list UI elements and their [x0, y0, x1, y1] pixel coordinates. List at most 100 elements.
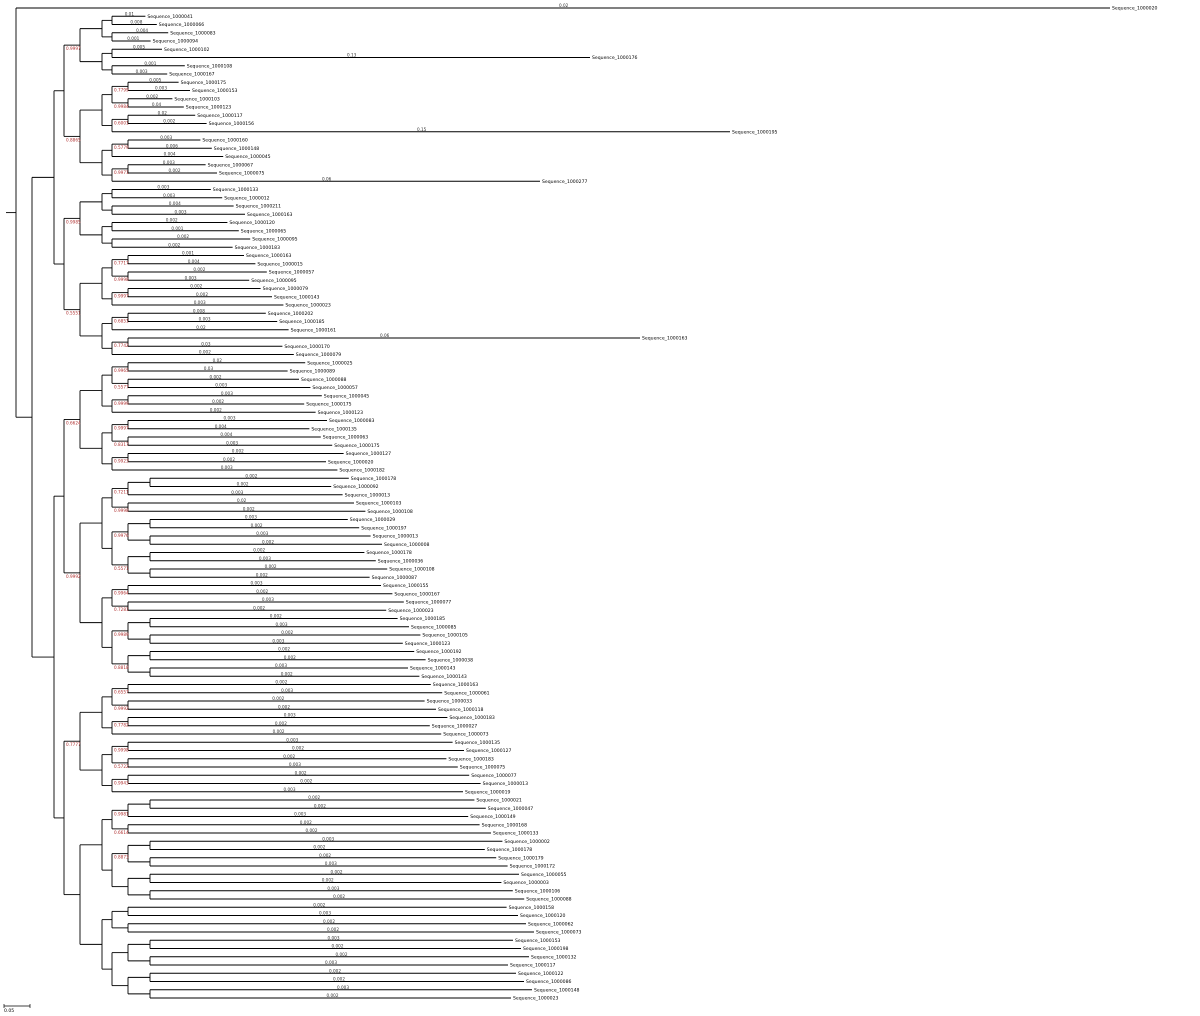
tip-label: Sequence_1000019: [465, 789, 510, 795]
tip-label: Sequence_1000023: [513, 996, 558, 1002]
support-value: 0.7782: [114, 723, 129, 728]
branch-length: 0.003: [322, 836, 334, 841]
support-value: 0.9997: [66, 46, 81, 51]
tip-label: Sequence_1000148: [214, 146, 259, 152]
tip-label: Sequence_1000073: [443, 732, 488, 738]
branch-length: 0.003: [284, 787, 296, 792]
branch-length: 0.003: [328, 935, 340, 940]
tip-label: Sequence_1000045: [225, 154, 270, 160]
branch-length: 0.003: [325, 960, 337, 965]
tip-label: Sequence_1000033: [427, 699, 472, 705]
branch-length: 0.002: [251, 523, 263, 528]
branch-length: 0.003: [319, 911, 331, 916]
tip-label: Sequence_1000185: [279, 319, 324, 325]
branch-length: 0.002: [169, 168, 181, 173]
branch-length: 0.02: [559, 3, 569, 8]
support-value: 0.8873: [114, 855, 129, 860]
branch-length: 0.004: [136, 28, 148, 33]
tip-label: Sequence_1000195: [732, 129, 777, 135]
branch-length: 0.003: [325, 861, 337, 866]
tip-label: Sequence_1000160: [202, 138, 247, 144]
branch-length: 0.002: [270, 614, 282, 619]
tip-label: Sequence_1000156: [209, 121, 254, 127]
tip-label: Sequence_1000075: [219, 171, 264, 177]
tip-label: Sequence_1000095: [251, 278, 296, 284]
support-value: 0.7717: [114, 261, 129, 266]
support-value: 0.9989: [114, 632, 129, 637]
tip-label: Sequence_1000118: [438, 707, 483, 713]
support-value: 0.9992: [114, 706, 129, 711]
branch-length: 0.01: [125, 11, 135, 16]
branch-length: 0.002: [256, 572, 268, 577]
branch-length: 0.002: [146, 94, 158, 99]
branch-length: 0.003: [284, 713, 296, 718]
tip-label: Sequence_1000061: [444, 690, 489, 696]
tip-label: Sequence_1000155: [383, 583, 428, 589]
tip-label: Sequence_1000067: [208, 162, 253, 168]
branch-length: 0.003: [337, 985, 349, 990]
support-value: 0.6557: [114, 690, 129, 695]
branch-length: 0.002: [237, 482, 249, 487]
branch-length: 0.003: [157, 185, 169, 190]
branch-length: 0.003: [256, 531, 268, 536]
branch-length: 0.002: [300, 820, 312, 825]
branch-length: 0.002: [283, 754, 295, 759]
tip-label: Sequence_1000103: [356, 501, 401, 507]
support-value: 0.5722: [114, 764, 129, 769]
branch-length: 0.002: [199, 350, 211, 355]
tip-label: Sequence_1000102: [164, 47, 209, 53]
branch-length: 0.002: [272, 696, 284, 701]
branch-length: 0.003: [262, 597, 274, 602]
tip-label: Sequence_1000095: [252, 237, 297, 243]
tip-label: Sequence_1000211: [236, 204, 281, 210]
tree-branches: [6, 7, 1110, 999]
branch-length: 0.003: [276, 622, 288, 627]
support-value: 0.9998: [114, 277, 129, 282]
branch-length: 0.002: [177, 234, 189, 239]
tip-label: Sequence_1000185: [400, 616, 445, 622]
support-value: 0.6001: [114, 120, 129, 125]
tree-labels: Sequence_10000200.02Sequence_10000410.01…: [66, 3, 1157, 1002]
branch-length: 0.003: [245, 515, 257, 520]
tip-label: Sequence_1000013: [345, 492, 390, 498]
tip-label: Sequence_1000066: [159, 22, 204, 28]
tip-label: Sequence_1000120: [520, 913, 565, 919]
tip-label: Sequence_1000055: [521, 872, 566, 878]
tip-label: Sequence_1000277: [542, 179, 587, 185]
support-value: 0.9965: [114, 368, 129, 373]
tip-label: Sequence_1000127: [466, 748, 511, 754]
tip-label: Sequence_1000057: [312, 385, 357, 391]
branch-length: 0.13: [347, 53, 357, 58]
branch-length: 0.002: [308, 795, 320, 800]
tip-label: Sequence_1000089: [290, 369, 335, 375]
tip-label: Sequence_1000108: [367, 509, 412, 515]
branch-length: 0.001: [127, 36, 139, 41]
tip-label: Sequence_1000123: [405, 641, 450, 647]
tip-label: Sequence_1000172: [510, 864, 555, 870]
branch-length: 0.002: [245, 473, 257, 478]
support-value: 0.6624: [66, 420, 81, 425]
tip-label: Sequence_1000123: [186, 105, 231, 111]
branch-length: 0.003: [160, 135, 172, 140]
branch-length: 0.15: [417, 127, 427, 132]
branch-length: 0.002: [300, 779, 312, 784]
branch-length: 0.002: [275, 721, 287, 726]
scale-bar-label: 0.05: [4, 1008, 14, 1014]
branch-length: 0.005: [149, 77, 161, 82]
tip-label: Sequence_1000143: [410, 666, 455, 672]
tip-label: Sequence_1000088: [526, 897, 571, 903]
branch-length: 0.003: [163, 193, 175, 198]
branch-length: 0.003: [294, 812, 306, 817]
branch-length: 0.003: [231, 490, 243, 495]
branch-length: 0.001: [171, 226, 183, 231]
tip-label: Sequence_1000045: [324, 393, 369, 399]
tip-label: Sequence_1000161: [291, 327, 336, 333]
support-value: 0.9998: [114, 747, 129, 752]
branch-length: 0.003: [289, 762, 301, 767]
tip-label: Sequence_1000183: [235, 245, 280, 251]
tip-label: Sequence_1000036: [378, 558, 423, 564]
tip-label: Sequence_1000135: [311, 426, 356, 432]
tip-label: Sequence_1000117: [197, 113, 242, 119]
tip-label: Sequence_1000149: [470, 814, 515, 820]
tip-label: Sequence_1000079: [296, 352, 341, 358]
